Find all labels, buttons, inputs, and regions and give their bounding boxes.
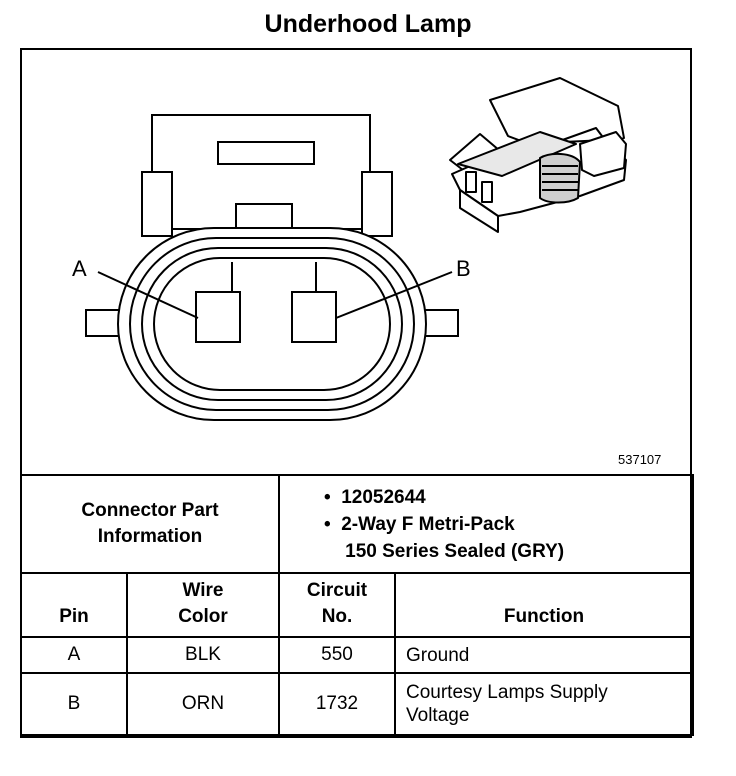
- figure-id: 537107: [618, 452, 662, 467]
- connector-info-table: Connector Part Information • 12052644 • …: [20, 474, 694, 736]
- connector-ring-2: [129, 237, 415, 411]
- wire-color-cell: ORN: [126, 672, 280, 736]
- connector-outer-ring: [117, 227, 427, 421]
- housing-left-ear: [141, 171, 173, 237]
- table-row: B ORN 1732 Courtesy Lamps Supply Voltage: [20, 672, 694, 736]
- connector-series: 150 Series Sealed (GRY): [345, 540, 565, 562]
- connector-series-item: 150 Series Sealed (GRY): [324, 538, 692, 565]
- iso-seal-ribs: [542, 165, 578, 191]
- leader-line-a: [97, 271, 199, 319]
- leader-line-b: [335, 271, 453, 319]
- iso-cavity-a: [465, 171, 477, 193]
- header-circuit-no: Circuit No.: [278, 572, 396, 638]
- header-function: Function: [394, 572, 694, 638]
- connector-part-label-line1: Connector Part: [81, 500, 219, 521]
- wire-color-cell: BLK: [126, 636, 280, 674]
- part-number: 12052644: [341, 486, 426, 508]
- connector-face-view: [85, 114, 459, 421]
- connector-isometric-illustration: [449, 77, 627, 233]
- connector-diagram: A B: [72, 77, 627, 421]
- connector-inner-ring: [153, 257, 391, 391]
- connector-type: 2-Way F Metri-Pack: [341, 513, 515, 535]
- page-title: Underhood Lamp: [264, 10, 472, 38]
- terminal-a-cavity: [195, 291, 241, 343]
- terminal-b-cavity: [291, 291, 337, 343]
- table-row: A BLK 550 Ground: [20, 636, 694, 674]
- circuit-cell: 550: [278, 636, 396, 674]
- center-key: [235, 203, 293, 229]
- diagram-frame: [20, 48, 692, 738]
- connector-part-label: Connector Part Information: [20, 474, 280, 574]
- header-wire-color: Wire Color: [126, 572, 280, 638]
- iso-seal-coil: [539, 152, 581, 204]
- connector-ring-3: [141, 247, 403, 401]
- header-pin: Pin: [20, 572, 128, 638]
- function-cell: Courtesy Lamps Supply Voltage: [394, 672, 694, 736]
- iso-rear-housing: [579, 131, 627, 177]
- pin-cell: B: [20, 672, 128, 736]
- iso-front-face: [459, 189, 499, 233]
- circuit-cell: 1732: [278, 672, 396, 736]
- connector-part-label-line2: Information: [97, 526, 203, 547]
- housing-right-ear: [361, 171, 393, 237]
- connector-part-details: • 12052644 • 2-Way F Metri-Pack 150 Seri…: [278, 474, 694, 574]
- connector-type-item: • 2-Way F Metri-Pack: [324, 513, 515, 535]
- pin-label-b: B: [456, 256, 471, 281]
- function-cell: Ground: [394, 636, 694, 674]
- pin-cell: A: [20, 636, 128, 674]
- part-number-item: • 12052644: [324, 486, 426, 508]
- column-header-row: Pin Wire Color Circuit No. Function: [20, 572, 694, 638]
- iso-top-face: [457, 131, 577, 177]
- iso-cavity-b: [481, 181, 493, 203]
- pin-label-a: A: [72, 256, 87, 281]
- latch-slot: [217, 141, 315, 165]
- connector-part-row: Connector Part Information • 12052644 • …: [20, 474, 694, 574]
